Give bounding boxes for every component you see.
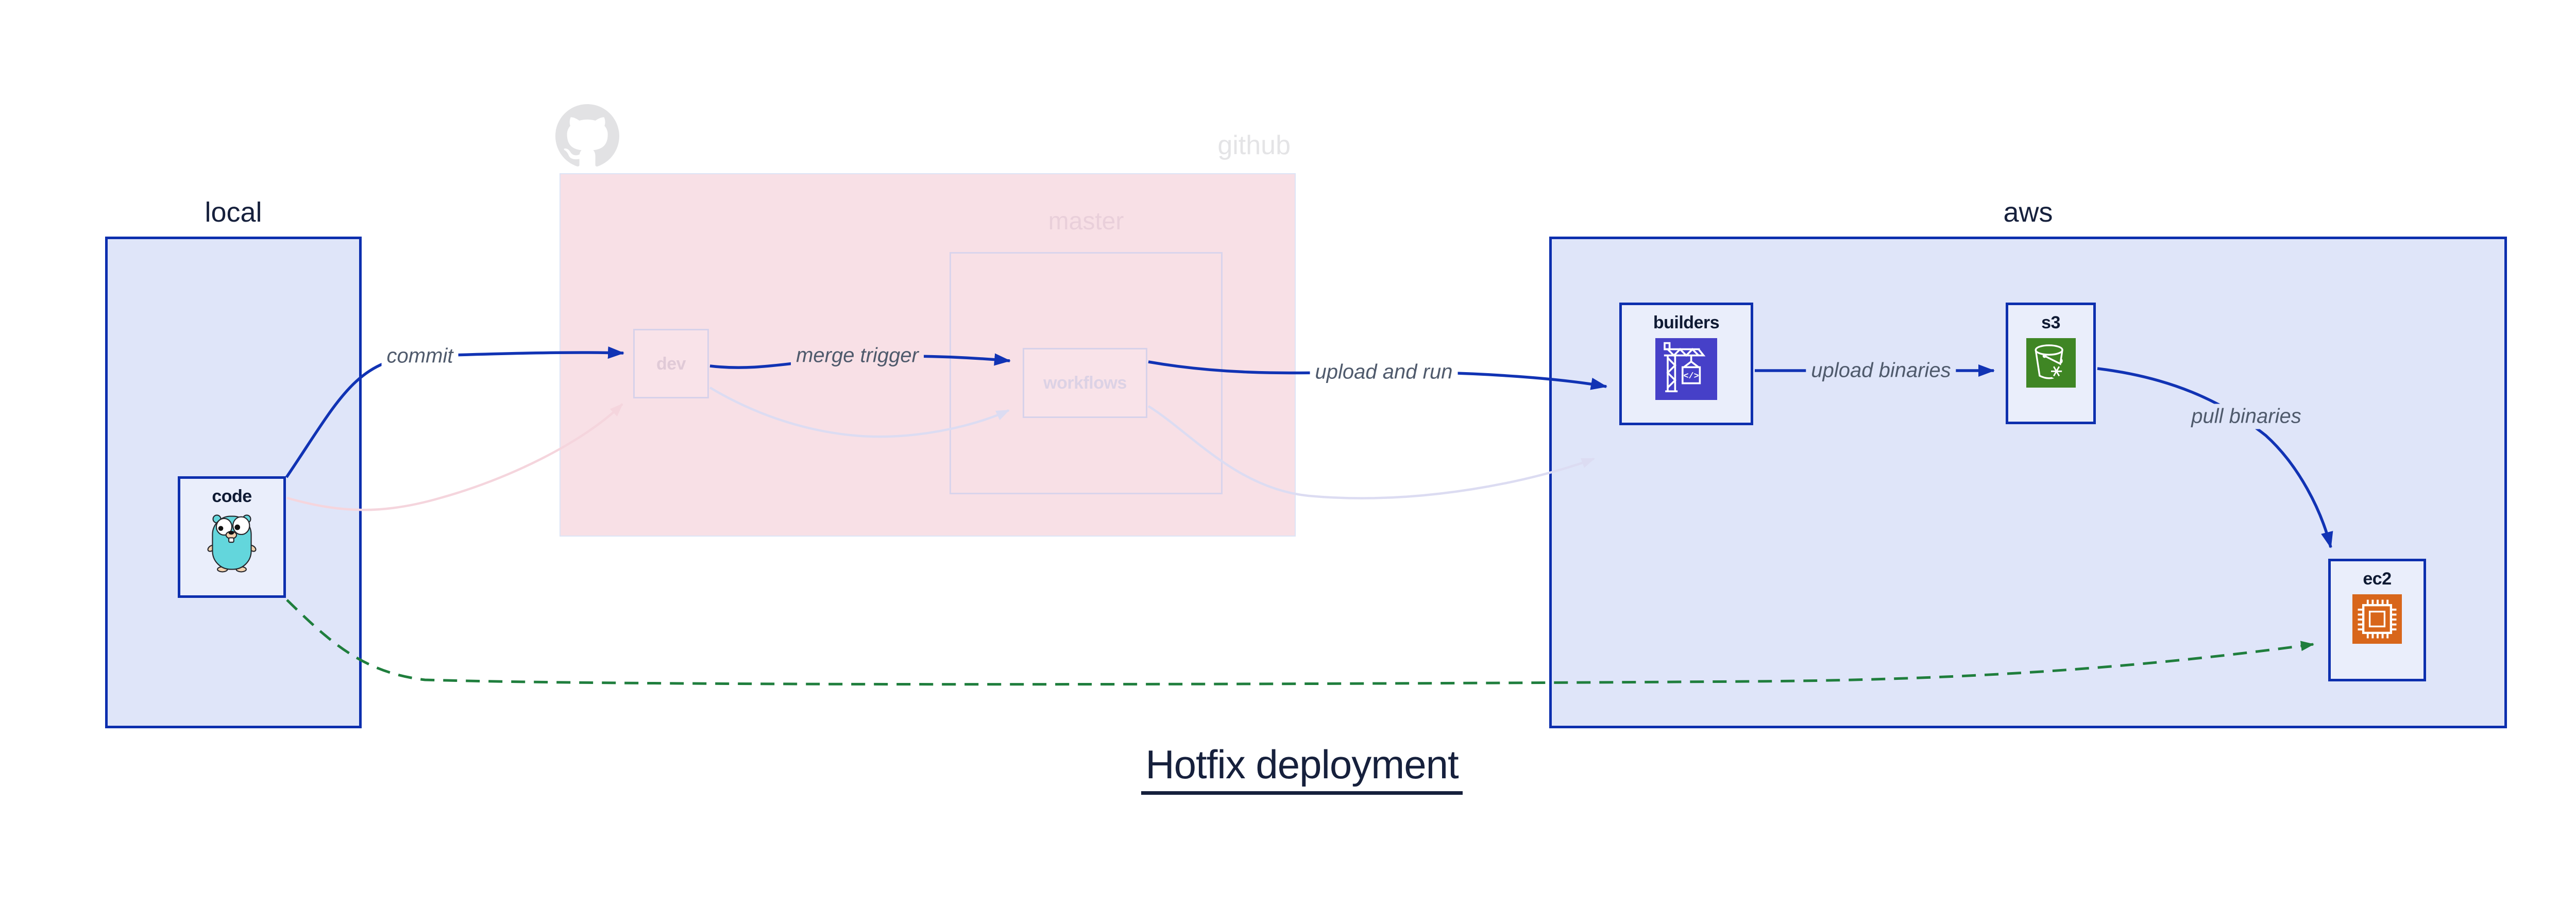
github-octocat-icon bbox=[555, 104, 619, 171]
node-code: code bbox=[178, 476, 286, 598]
node-s3: s3 bbox=[2006, 303, 2096, 424]
workflows-label: workflows bbox=[1043, 373, 1127, 393]
edge-label-upload-and-run: upload and run bbox=[1310, 359, 1458, 385]
edge-label-commit: commit bbox=[381, 343, 459, 369]
diagram-title: Hotfix deployment bbox=[1141, 741, 1463, 795]
aws-s3-bucket-icon bbox=[2026, 338, 2076, 388]
title-wrap: Hotfix deployment bbox=[0, 741, 2576, 795]
builders-label: builders bbox=[1653, 313, 1720, 332]
svg-text:</>: </> bbox=[1683, 372, 1699, 381]
dev-label: dev bbox=[656, 354, 686, 374]
aws-codebuild-icon: </> bbox=[1655, 338, 1717, 400]
node-builders: builders </> bbox=[1619, 303, 1753, 425]
s3-label: s3 bbox=[2041, 313, 2060, 332]
edge-label-upload-binaries: upload binaries bbox=[1806, 358, 1956, 383]
go-gopher-icon bbox=[204, 512, 260, 575]
aws-label: aws bbox=[2003, 197, 2053, 228]
edge-label-merge-trigger: merge trigger bbox=[791, 343, 924, 369]
edge-label-pull-binaries: pull binaries bbox=[2186, 404, 2307, 429]
aws-ec2-chip-icon bbox=[2352, 594, 2402, 644]
node-workflows: workflows bbox=[1023, 348, 1147, 418]
node-dev: dev bbox=[633, 329, 709, 398]
local-label: local bbox=[205, 197, 262, 228]
master-label: master bbox=[1048, 208, 1124, 235]
ec2-label: ec2 bbox=[2363, 569, 2392, 589]
node-ec2: ec2 bbox=[2328, 559, 2426, 681]
code-label: code bbox=[212, 487, 252, 506]
github-label: github bbox=[1217, 130, 1291, 160]
